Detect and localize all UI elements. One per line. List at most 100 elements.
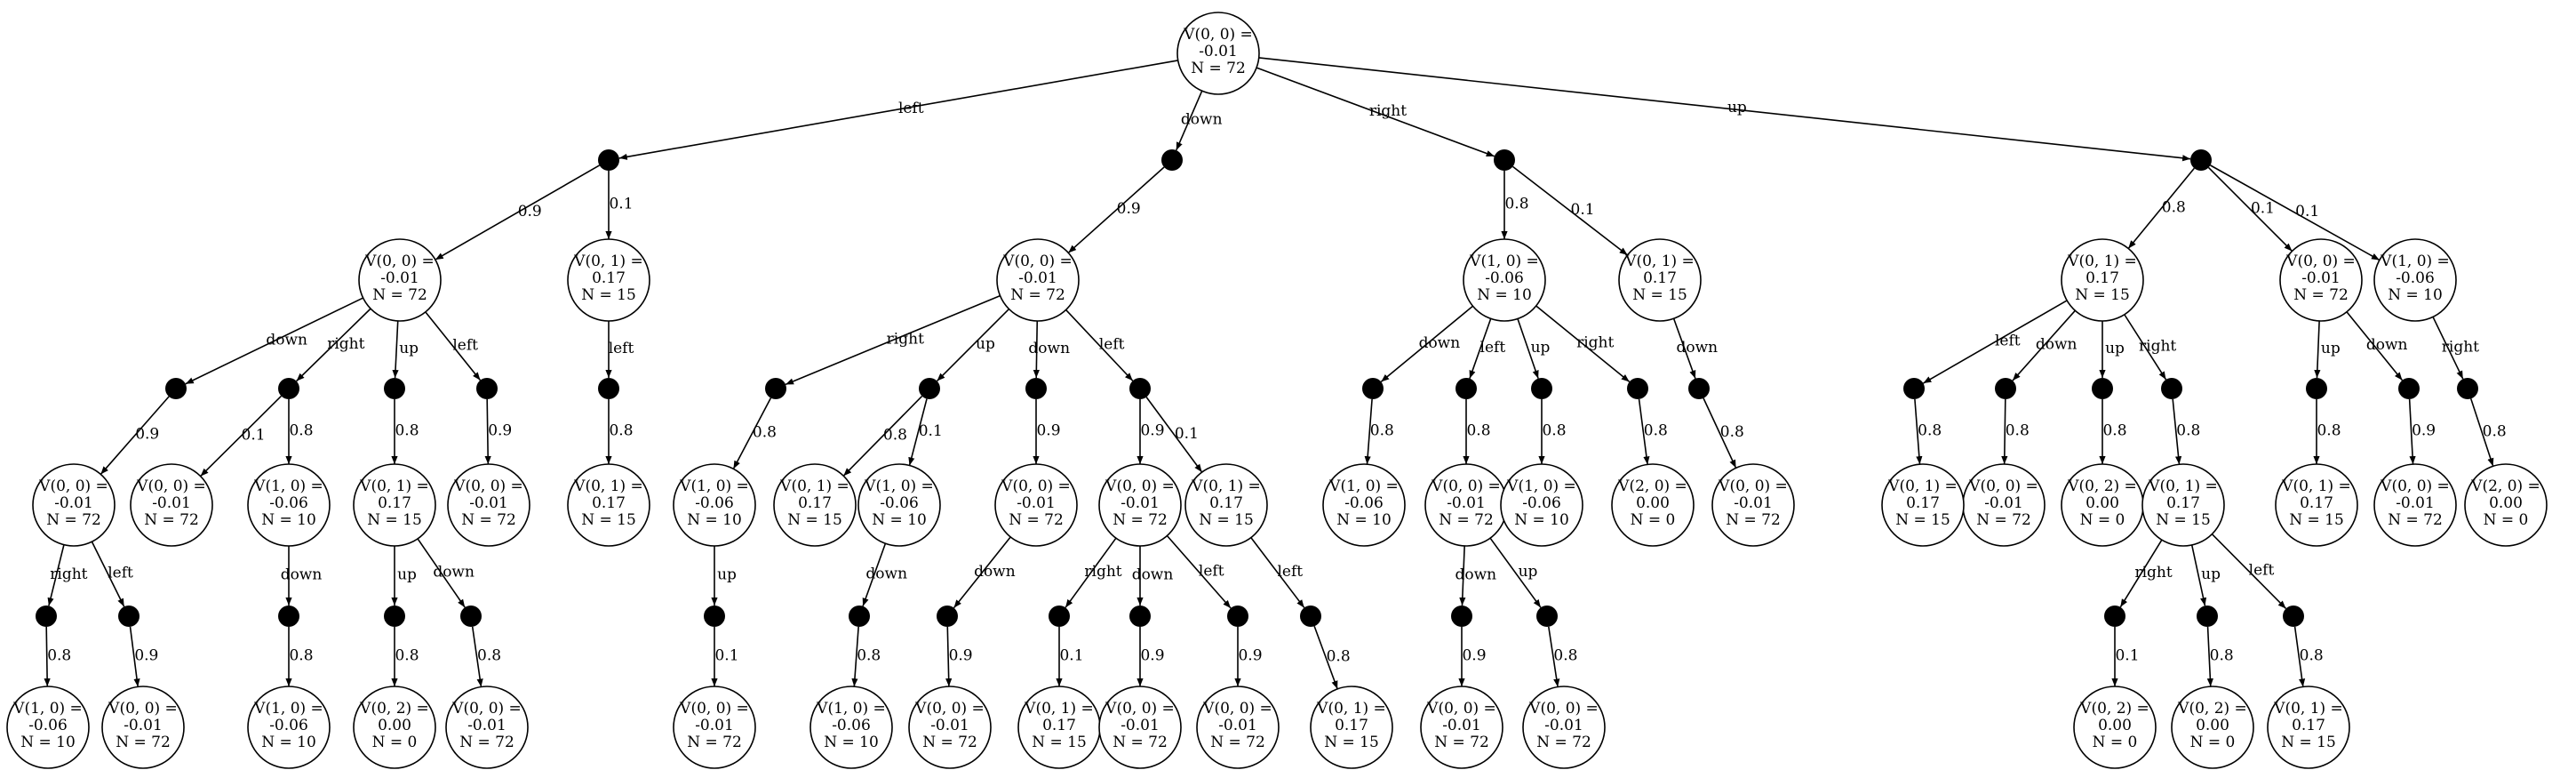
edge-arrow xyxy=(1145,397,1203,473)
state-label-line: V(2, 0) = xyxy=(2470,477,2540,495)
edge-label: 0.9 xyxy=(1462,647,1486,665)
edge-label: right xyxy=(1576,334,1614,352)
edge-label: right xyxy=(2442,338,2479,356)
edge-label: up xyxy=(1519,563,1538,581)
state-node: V(0, 1) =0.17N = 15 xyxy=(773,463,857,547)
state-circle xyxy=(1098,463,1182,547)
chance-node xyxy=(2190,149,2212,171)
state-label-line: N = 15 xyxy=(1324,734,1379,751)
state-label-line: N = 15 xyxy=(1895,511,1950,529)
state-label-line: V(0, 0) = xyxy=(1105,700,1175,718)
state-circle xyxy=(445,686,529,769)
state-label-line: -0.01 xyxy=(54,494,93,512)
state-label-line: V(0, 2) = xyxy=(2067,477,2137,495)
state-label-line: N = 72 xyxy=(459,734,514,751)
edge-label: up xyxy=(2321,340,2341,357)
edge-label: down xyxy=(974,563,1016,581)
edge-label: 0.1 xyxy=(1059,647,1083,665)
chance-node xyxy=(1455,378,1477,399)
edge-label: down xyxy=(433,564,475,581)
state-label-line: N = 15 xyxy=(367,511,422,529)
state-circle xyxy=(2279,238,2363,322)
chance-node xyxy=(36,606,57,627)
state-circle xyxy=(1176,12,1260,95)
state-label-line: N = 10 xyxy=(872,511,927,529)
state-label-line: N = 10 xyxy=(2388,286,2443,304)
state-node: V(1, 0) =-0.06N = 10 xyxy=(247,463,331,547)
state-circle xyxy=(2464,463,2548,547)
state-node: V(0, 1) =0.17N = 15 xyxy=(1618,238,1702,322)
state-label-line: -0.01 xyxy=(1218,717,1257,734)
edge-arrow xyxy=(2211,533,2287,610)
edge-arrow xyxy=(2210,164,2381,261)
edge-label: left xyxy=(108,565,133,582)
state-circle xyxy=(358,238,442,322)
edge-arrow xyxy=(200,395,283,477)
state-node: V(0, 1) =0.17N = 15 xyxy=(1017,686,1101,769)
edge-label: 0.1 xyxy=(714,647,738,665)
state-label-line: -0.01 xyxy=(1544,717,1583,734)
state-label-line: 0.00 xyxy=(2196,717,2229,734)
chance-node xyxy=(598,378,619,399)
edge-label: left xyxy=(898,100,924,117)
state-label-line: N = 72 xyxy=(687,734,742,751)
state-label-line: N = 72 xyxy=(922,734,977,751)
state-circle xyxy=(673,463,756,547)
state-circle xyxy=(673,686,756,769)
edge-label: up xyxy=(1531,339,1551,357)
state-label-line: V(0, 0) = xyxy=(679,700,749,718)
state-node: V(0, 0) =-0.01N = 72 xyxy=(673,686,756,769)
root-state-node: V(0, 0) =-0.01N = 72 xyxy=(1176,12,1260,95)
state-label-line: N = 72 xyxy=(1010,286,1065,304)
state-node: V(0, 2) =0.00N = 0 xyxy=(353,686,436,769)
state-node: V(0, 0) =-0.01N = 72 xyxy=(1711,463,1795,547)
edge-label: down xyxy=(1181,111,1223,129)
edge-label: left xyxy=(1480,339,1506,357)
state-circle xyxy=(2073,686,2157,769)
state-label-line: V(0, 1) = xyxy=(1624,253,1695,270)
state-node: V(1, 0) =-0.06N = 10 xyxy=(247,686,331,769)
state-label-line: 0.00 xyxy=(378,717,411,734)
chance-node xyxy=(2197,606,2218,627)
edge-label: down xyxy=(2036,336,2078,354)
edge-label: 0.9 xyxy=(518,203,542,221)
edge-label: down xyxy=(1455,565,1497,583)
edge-arrow xyxy=(1703,397,1737,469)
state-label-line: V(0, 1) = xyxy=(359,477,429,495)
state-label-line: N = 10 xyxy=(1336,511,1392,529)
state-label-line: -0.01 xyxy=(1121,717,1160,734)
state-label-line: -0.06 xyxy=(269,494,308,512)
state-label-line: -0.01 xyxy=(124,717,163,734)
edge-arrow xyxy=(945,626,953,687)
edge-label: 0.8 xyxy=(609,422,633,440)
edge-arrow xyxy=(1176,90,1203,151)
edge-arrow xyxy=(1914,398,1923,465)
chance-node xyxy=(598,149,619,171)
edge-arrow xyxy=(1469,318,1492,379)
state-label-line: V(0, 0) = xyxy=(38,477,108,495)
chance-node xyxy=(704,606,725,627)
state-label-line: V(0, 1) = xyxy=(2281,477,2351,495)
state-label-line: -0.06 xyxy=(1344,494,1384,512)
state-label-line: V(1, 0) = xyxy=(1469,253,1539,270)
edge-arrow xyxy=(47,544,65,606)
state-node: V(0, 1) =0.17N = 15 xyxy=(1881,463,1965,547)
state-circle xyxy=(773,463,857,547)
chance-node xyxy=(1688,378,1710,399)
chance-node xyxy=(1129,606,1151,627)
state-node: V(1, 0) =-0.06N = 10 xyxy=(6,686,90,769)
edge-arrow xyxy=(2469,398,2494,467)
state-circle xyxy=(1618,238,1702,322)
state-label-line: N = 10 xyxy=(1514,511,1569,529)
edge-arrow xyxy=(2124,314,2167,381)
state-label-line: N = 15 xyxy=(1199,511,1254,529)
state-label-line: V(1, 0) = xyxy=(816,700,886,718)
edge-label: right xyxy=(887,330,924,348)
state-circle xyxy=(32,463,116,547)
state-label-line: V(0, 0) = xyxy=(451,700,522,718)
edge-label: right xyxy=(327,335,364,353)
chance-node xyxy=(165,378,187,399)
edge-arrow xyxy=(1033,320,1040,379)
edge-label: 0.9 xyxy=(1140,647,1164,665)
edge-arrow xyxy=(785,294,1001,386)
